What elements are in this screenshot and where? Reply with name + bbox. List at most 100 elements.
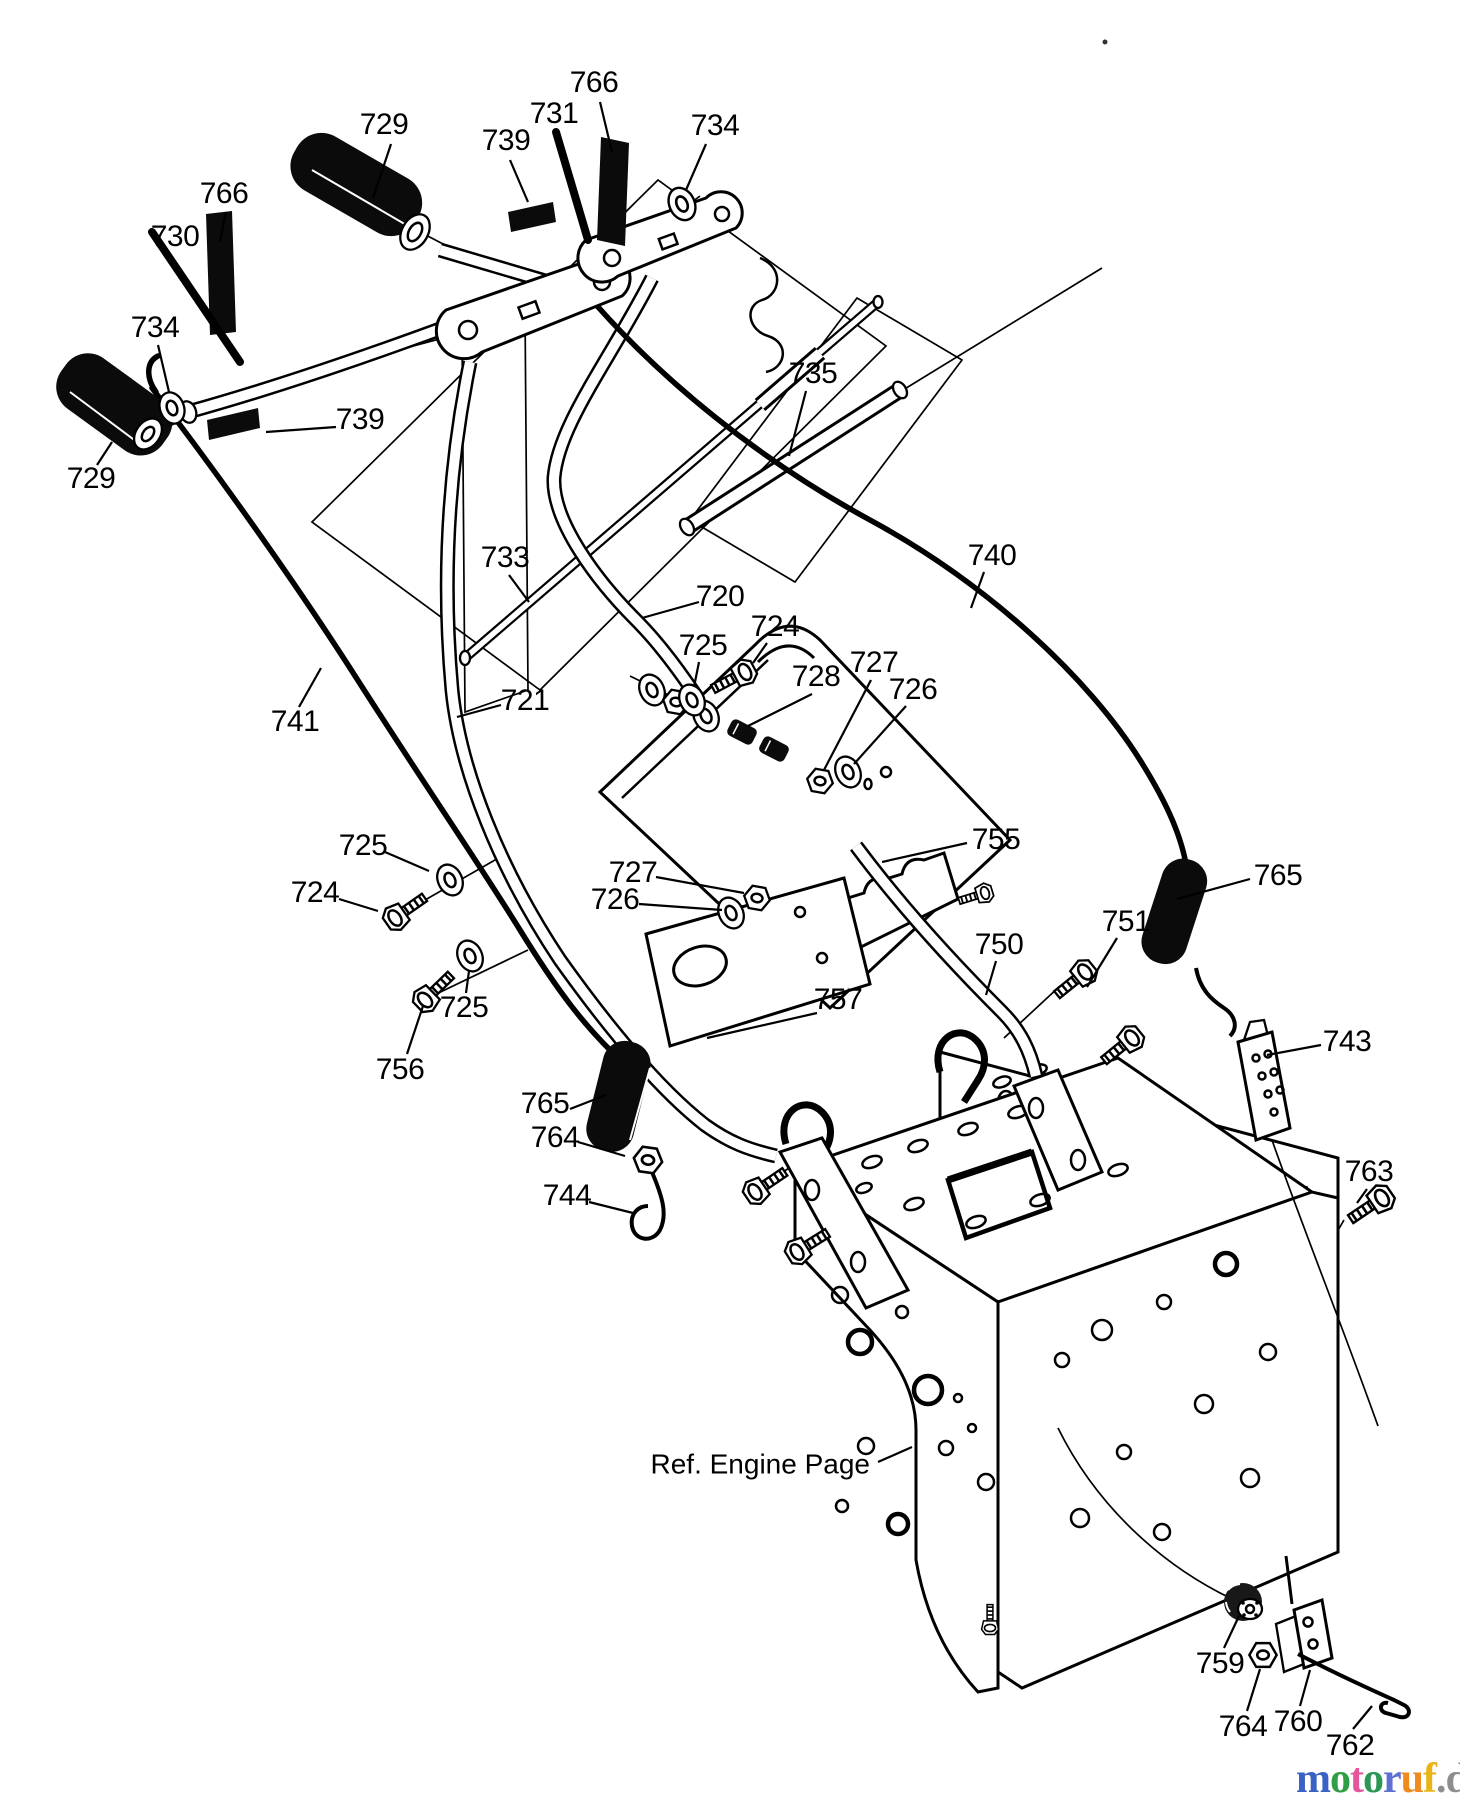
leader-line <box>508 159 530 203</box>
spring-765-right <box>1141 858 1237 1038</box>
ref-engine-page-note: Ref. Engine Page <box>651 1448 871 1479</box>
part-label-744: 744 <box>543 1179 592 1212</box>
leader-line <box>384 850 430 873</box>
part-label-739: 739 <box>336 403 385 436</box>
part-label-765: 765 <box>521 1087 570 1120</box>
cable-to-grommet <box>1057 1427 1231 1599</box>
motoruf-watermark[interactable]: motoruf.de <box>1296 1756 1460 1800</box>
part-label-727: 727 <box>609 856 658 889</box>
grip-729-left <box>56 353 173 456</box>
spring-765-center <box>586 1040 651 1152</box>
leader-line <box>1298 1669 1312 1707</box>
part-label-740: 740 <box>968 539 1017 572</box>
part-label-766: 766 <box>570 66 619 99</box>
leader-line <box>752 642 768 664</box>
part-label-757: 757 <box>814 983 863 1016</box>
leader-line <box>823 679 872 771</box>
leader-line <box>1086 937 1118 988</box>
bracket-760 <box>1274 1597 1334 1674</box>
leader-line <box>405 1005 425 1055</box>
part-label-726: 726 <box>889 673 938 706</box>
leader-line <box>371 143 393 199</box>
leader-line <box>1356 1188 1368 1204</box>
leader-line <box>588 1200 634 1215</box>
part-label-765: 765 <box>1254 859 1303 892</box>
leader-line <box>218 211 228 243</box>
leader-line <box>156 344 171 393</box>
leader-line <box>1245 1668 1262 1712</box>
part-label-764: 764 <box>531 1121 580 1154</box>
spring-hook-744 <box>629 1171 666 1241</box>
part-label-726: 726 <box>591 883 640 916</box>
rod-730 <box>148 228 244 366</box>
bolt <box>738 1159 794 1210</box>
handle-tube-right-720 <box>546 274 753 775</box>
leader-line <box>641 600 700 620</box>
leader-line <box>338 897 379 913</box>
part-label-727: 727 <box>850 646 899 679</box>
leader-line <box>684 143 708 191</box>
part-label-739: 739 <box>482 124 531 157</box>
leader-line <box>569 1093 607 1111</box>
leader-line <box>853 705 907 765</box>
cable-guide-squiggle <box>749 256 785 374</box>
part-label-763: 763 <box>1345 1155 1394 1188</box>
part-label-725: 725 <box>339 829 388 862</box>
leader-line <box>1176 877 1251 901</box>
engine-frame <box>780 1029 1340 1694</box>
part-label-755: 755 <box>972 823 1021 856</box>
part-label-762: 762 <box>1326 1729 1375 1762</box>
washer-725 <box>451 935 489 977</box>
handle-mount-right <box>576 190 744 284</box>
strap-bracket-left <box>777 1136 911 1310</box>
control-cable-741 <box>146 353 613 1053</box>
part-label-766: 766 <box>200 177 249 210</box>
lower-handle-750 <box>849 841 1044 1078</box>
part-label-729: 729 <box>360 108 409 141</box>
leader-line <box>1266 1043 1322 1057</box>
leader-line <box>598 101 614 153</box>
part-label-721: 721 <box>501 684 550 717</box>
part-label-751: 751 <box>1102 905 1151 938</box>
nut-764 <box>630 1144 666 1176</box>
part-label-731: 731 <box>530 97 579 130</box>
bolt-751 <box>1047 954 1103 1007</box>
part-label-725: 725 <box>440 991 489 1024</box>
frame-hook-left <box>780 1101 834 1176</box>
part-label-743: 743 <box>1323 1025 1372 1058</box>
nut-764 <box>1248 1641 1278 1669</box>
leader-line <box>577 1140 626 1158</box>
leader-line <box>1223 1615 1240 1649</box>
strap-bracket-right <box>1012 1068 1104 1192</box>
leader-line <box>638 902 723 912</box>
handle-tube-left-721 <box>439 360 778 1164</box>
strip-739-top <box>508 202 556 232</box>
leader-line <box>456 703 502 719</box>
bolt-724 <box>378 885 434 936</box>
part-label-729: 729 <box>67 462 116 495</box>
grommet-759 <box>1224 1583 1264 1621</box>
leader-line <box>692 661 701 688</box>
strip-739-left <box>207 408 260 440</box>
rod-731 <box>552 128 592 244</box>
part-label-735: 735 <box>789 357 838 390</box>
part-label-764: 764 <box>1219 1710 1268 1743</box>
leader-line <box>969 571 986 609</box>
leader-line <box>787 390 808 457</box>
bolt-763 <box>1341 1179 1400 1232</box>
part-label-725: 725 <box>679 629 728 662</box>
leader-line <box>877 1445 913 1464</box>
frame-hook-right <box>934 1029 988 1104</box>
plate-757 <box>644 876 872 1048</box>
leader-line <box>508 574 530 603</box>
wire-762 <box>1297 1652 1411 1720</box>
part-label-750: 750 <box>975 928 1024 961</box>
leader-line <box>706 1011 818 1040</box>
leader-line <box>747 693 813 727</box>
blade-766-left <box>206 211 236 335</box>
leader-line <box>655 875 745 895</box>
leader-line <box>298 667 322 708</box>
part-label-728: 728 <box>792 660 841 693</box>
part-label-760: 760 <box>1274 1705 1323 1738</box>
part-label-733: 733 <box>481 541 530 574</box>
